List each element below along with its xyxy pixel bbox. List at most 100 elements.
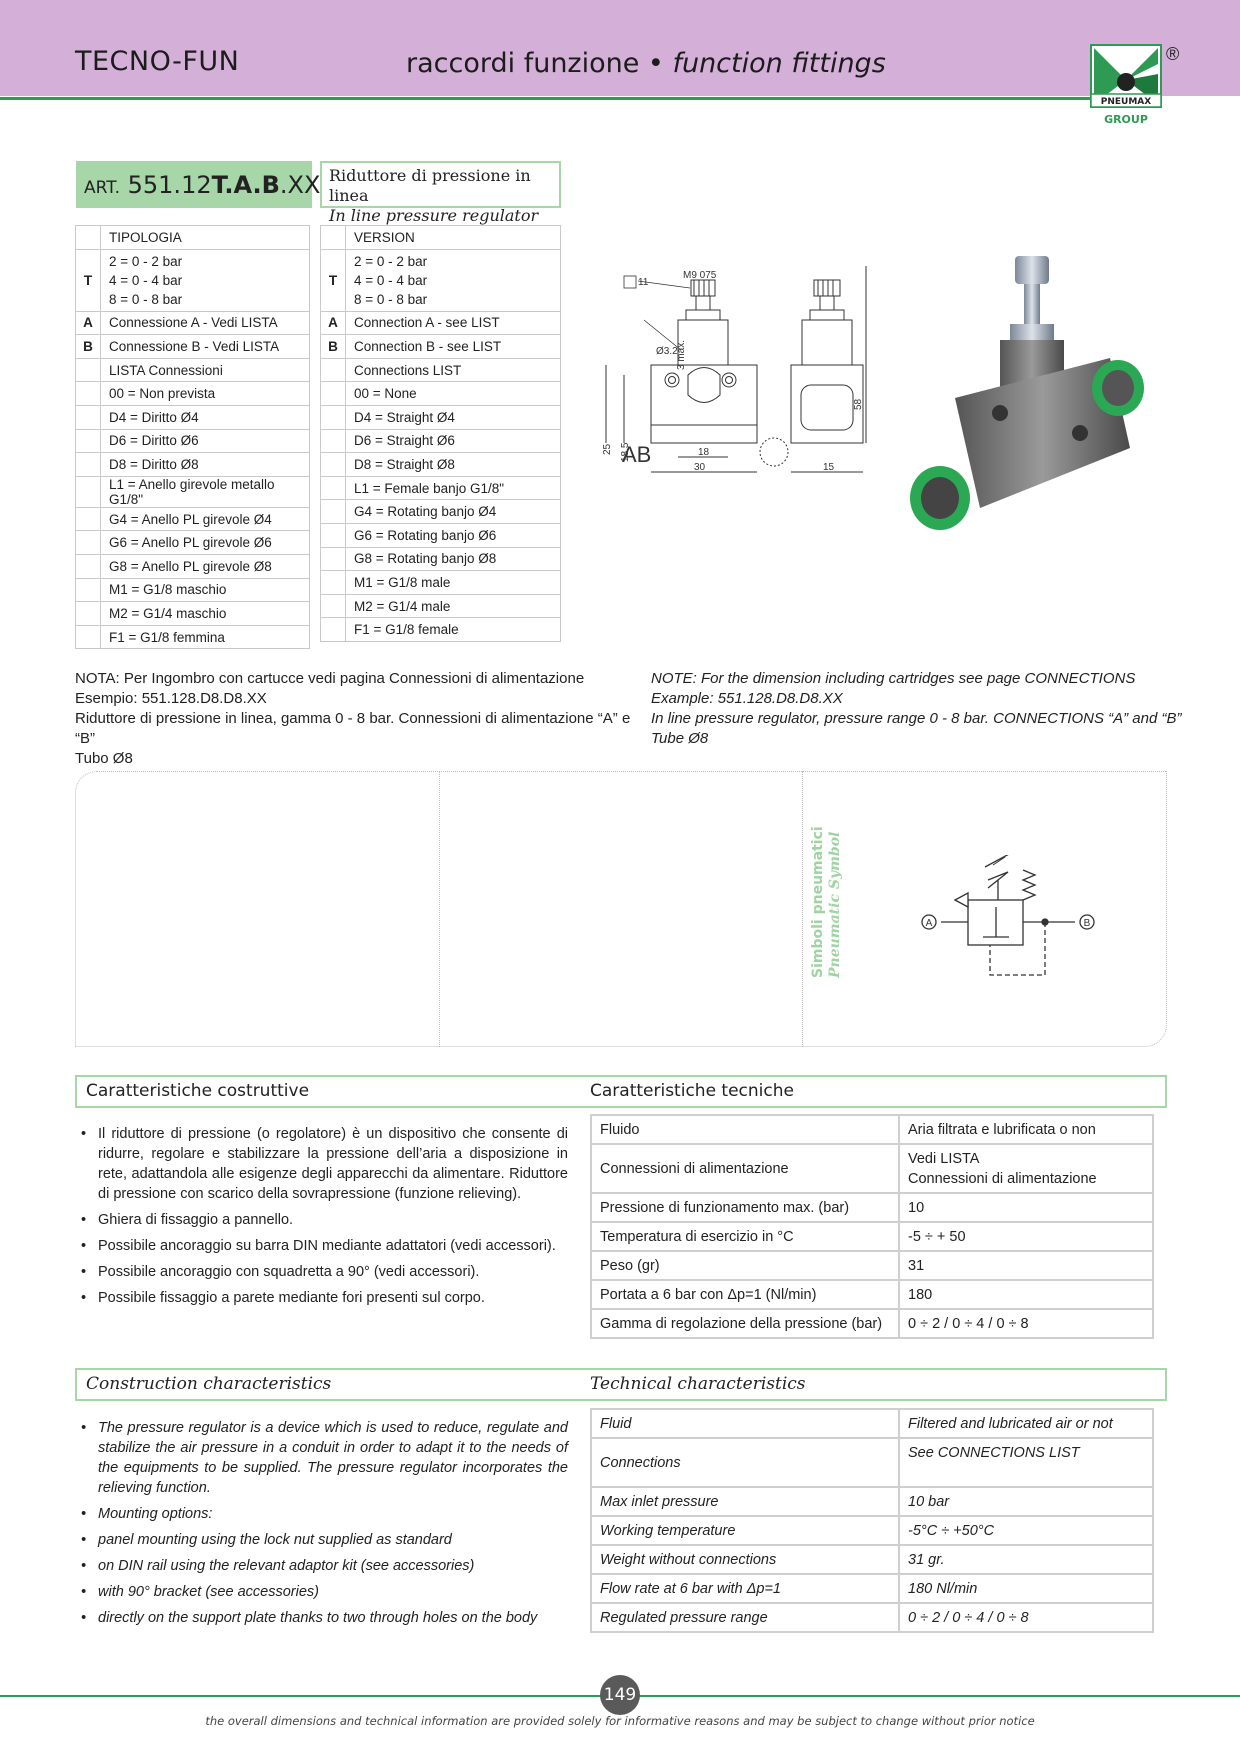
dim-wrench: 11 [638, 277, 649, 288]
table-cell: Connessione B - Vedi LISTA [100, 334, 310, 359]
notes-en: NOTE: For the dimension including cartri… [651, 669, 1191, 749]
list-item: on DIN rail using the relevant adaptor k… [78, 1556, 568, 1576]
table-cell: 2 = 0 - 2 bar 4 = 0 - 4 bar 8 = 0 - 8 ba… [100, 248, 310, 312]
table-row: G6 = Rotating banjo Ø6 [320, 522, 561, 548]
table-row: D8 = Straight Ø8 [320, 452, 561, 477]
notes-it: NOTA: Per Ingombro con cartucce vedi pag… [75, 669, 635, 769]
list-item: Possibile ancoraggio con squadretta a 90… [78, 1262, 568, 1282]
dim-w3: 15 [823, 462, 835, 473]
tech-value: 10 bar [898, 1486, 1154, 1517]
note-line: NOTA: Per Ingombro con cartucce vedi pag… [75, 670, 585, 687]
t-line: 8 = 0 - 8 bar [109, 291, 183, 307]
page-header [0, 0, 1240, 96]
section-title-it: raccordi funzione • [406, 48, 664, 79]
article-code-bold: T.A.B [211, 171, 280, 199]
table-row: Gamma di regolazione della pressione (ba… [590, 1308, 1154, 1339]
pneumax-logo: PNEUMAX GROUP [1090, 44, 1162, 126]
footer-disclaimer: the overall dimensions and technical inf… [205, 1714, 1035, 1728]
section-title: raccordi funzione • function fittings [406, 48, 886, 79]
list-item: Il riduttore di pressione (o regolatore)… [78, 1124, 568, 1204]
table-row: F1 = G1/8 femmina [75, 624, 310, 650]
table-cell: G8 = Rotating banjo Ø8 [345, 546, 561, 572]
table-row: Working temperature-5°C ÷ +50°C [590, 1515, 1154, 1546]
table-row: T 2 = 0 - 2 bar 4 = 0 - 4 bar 8 = 0 - 8 … [75, 248, 310, 312]
symbol-label: Simboli pneumatici Pneumatic Symbol [810, 826, 844, 978]
symbol-frame [75, 771, 1167, 1047]
tech-label: Regulated pressure range [590, 1602, 900, 1633]
list-item: Possibile fissaggio a parete mediante fo… [78, 1288, 568, 1308]
t-line: 2 = 0 - 2 bar [109, 253, 183, 269]
table-row: G4 = Rotating banjo Ø4 [320, 499, 561, 524]
table-cell: 00 = None [345, 381, 561, 406]
table-row: Connections LIST [320, 357, 561, 383]
table-cell: M2 = G1/4 male [345, 593, 561, 619]
section-title-en: function fittings [672, 48, 886, 79]
page-number: 149 [600, 1675, 640, 1715]
table-cell: L1 = Female banjo G1/8" [345, 475, 561, 501]
tech-label: Max inlet pressure [590, 1486, 900, 1517]
header-divider [0, 97, 1160, 100]
table-cell: D4 = Straight Ø4 [345, 404, 561, 430]
table-row: F1 = G1/8 female [320, 617, 561, 642]
table-header: TIPOLOGIA [100, 225, 310, 250]
article-desc-en: In line pressure regulator [329, 206, 539, 225]
table-cell: D8 = Straight Ø8 [345, 452, 561, 477]
dim-stroke: 3 max. [676, 340, 687, 370]
tech-value: 0 ÷ 2 / 0 ÷ 4 / 0 ÷ 8 [898, 1308, 1154, 1339]
table-row: VERSION [320, 225, 561, 250]
dim-ports: AB [622, 442, 651, 467]
table-row: M2 = G1/4 male [320, 593, 561, 619]
table-row: G8 = Rotating banjo Ø8 [320, 546, 561, 572]
dim-w2: 30 [694, 462, 706, 473]
tech-value: 10 [898, 1192, 1154, 1223]
table-key: B [75, 334, 101, 359]
article-code-start: 551.12 [127, 171, 212, 199]
section-header-en [75, 1368, 1167, 1401]
table-row: Portata a 6 bar con Δp=1 (Nl/min)180 [590, 1279, 1154, 1310]
table-cell: G8 = Anello PL girevole Ø8 [100, 553, 310, 579]
table-row: Peso (gr)31 [590, 1250, 1154, 1281]
list-item: Possibile ancoraggio su barra DIN median… [78, 1236, 568, 1256]
table-cell: 2 = 0 - 2 bar 4 = 0 - 4 bar 8 = 0 - 8 ba… [345, 248, 561, 312]
list-item: Ghiera di fissaggio a pannello. [78, 1210, 568, 1230]
table-cell: M1 = G1/8 maschio [100, 577, 310, 603]
table-key: T [320, 248, 346, 312]
note-line: Tubo Ø8 [75, 750, 133, 767]
article-description: Riduttore di pressione in linea In line … [320, 161, 561, 225]
note-line: Esempio: 551.128.D8.D8.XX [75, 690, 267, 707]
port-b: B [1084, 918, 1091, 929]
dim-h2: 18.5 [620, 442, 631, 462]
table-row: G6 = Anello PL girevole Ø6 [75, 530, 310, 555]
table-cell: D8 = Diritto Ø8 [100, 452, 310, 477]
construction-title-it: Caratteristiche costruttive [86, 1081, 310, 1101]
table-key: B [320, 334, 346, 359]
table-cell: M1 = G1/8 male [345, 570, 561, 595]
table-row: G4 = Anello PL girevole Ø4 [75, 506, 310, 532]
table-cell: L1 = Anello girevole metallo G1/8" [100, 475, 310, 508]
list-item: The pressure regulator is a device which… [78, 1418, 568, 1498]
t-line: 4 = 0 - 4 bar [109, 272, 183, 288]
note-line: In line pressure regulator, pressure ran… [651, 710, 1182, 727]
table-row: D6 = Diritto Ø6 [75, 428, 310, 454]
tech-label: Connessioni di alimentazione [590, 1143, 900, 1194]
table-cell: G6 = Anello PL girevole Ø6 [100, 530, 310, 555]
dimension-drawing: M9 075 11 Ø3.2 AB 18 30 15 25 18.5 58 3 … [602, 266, 867, 473]
tech-value: See CONNECTIONS LIST [898, 1437, 1154, 1488]
table-row: T 2 = 0 - 2 bar 4 = 0 - 4 bar 8 = 0 - 8 … [320, 248, 561, 312]
construction-list-it: Il riduttore di pressione (o regolatore)… [78, 1124, 568, 1314]
table-cell: D6 = Straight Ø6 [345, 428, 561, 454]
tech-label: Weight without connections [590, 1544, 900, 1575]
table-row: L1 = Anello girevole metallo G1/8" [75, 475, 310, 508]
table-cell: G6 = Rotating banjo Ø6 [345, 522, 561, 548]
note-line: Riduttore di pressione in linea, gamma 0… [75, 710, 631, 747]
frame-divider [802, 771, 803, 1047]
table-row: D4 = Straight Ø4 [320, 404, 561, 430]
